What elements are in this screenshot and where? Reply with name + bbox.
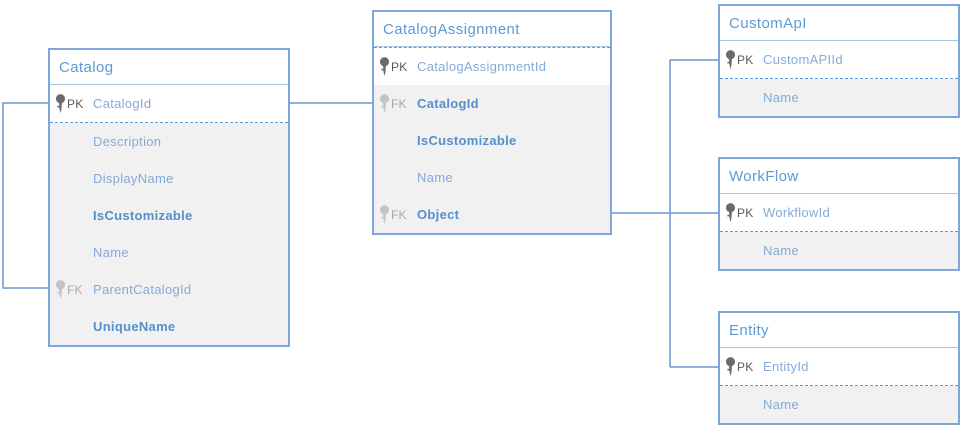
key-icon <box>55 93 66 113</box>
field-row-catalogid: FK CatalogId <box>374 85 610 122</box>
field-name: Name <box>763 90 799 105</box>
field-name: Description <box>93 134 162 149</box>
key-cell: PK <box>720 202 763 223</box>
field-row-name: Name <box>50 234 288 271</box>
key-icon <box>379 204 390 224</box>
key-section-divider <box>720 231 958 232</box>
key-type-label: FK <box>391 96 407 111</box>
table-title-text: CustomApI <box>729 14 807 32</box>
connector-catalog-self-reference <box>2 102 48 289</box>
field-name: CustomAPIId <box>763 52 843 67</box>
key-section-divider <box>720 78 958 79</box>
field-name: Name <box>93 245 129 260</box>
key-cell: FK <box>50 279 93 300</box>
key-cell: FK <box>374 204 417 225</box>
table-title: Catalog <box>50 50 288 85</box>
field-name: DisplayName <box>93 171 174 186</box>
field-row-name: Name <box>720 232 958 269</box>
field-row-uniquename: UniqueName <box>50 308 288 345</box>
field-row-catalogid: PK CatalogId <box>50 85 288 122</box>
field-row-workflowid: PK WorkflowId <box>720 194 958 231</box>
table-title: CustomApI <box>720 6 958 41</box>
field-row-object: FK Object <box>374 196 610 233</box>
field-row-parentcatalogid: FK ParentCatalogId <box>50 271 288 308</box>
key-icon <box>55 279 66 299</box>
field-row-iscustomizable: IsCustomizable <box>50 197 288 234</box>
field-row-customapiid: PK CustomAPIId <box>720 41 958 78</box>
key-icon <box>379 93 390 113</box>
key-icon <box>725 202 736 222</box>
field-name: IsCustomizable <box>417 133 517 148</box>
key-cell: PK <box>50 93 93 114</box>
key-type-label: PK <box>737 52 754 67</box>
key-icon <box>725 49 736 69</box>
field-row-catalogassignmentid: PK CatalogAssignmentId <box>374 48 610 85</box>
table-title-text: CatalogAssignment <box>383 20 520 38</box>
table-title: WorkFlow <box>720 159 958 194</box>
field-name: CatalogId <box>93 96 152 111</box>
table-title-text: Entity <box>729 321 769 339</box>
key-section-divider <box>720 385 958 386</box>
table-title-text: WorkFlow <box>729 167 799 185</box>
key-type-label: FK <box>67 282 83 297</box>
field-name: ParentCatalogId <box>93 282 192 297</box>
table-title-text: Catalog <box>59 58 114 76</box>
key-type-label: PK <box>737 359 754 374</box>
key-icon <box>725 356 736 376</box>
field-row-description: Description <box>50 123 288 160</box>
field-name: Name <box>417 170 453 185</box>
field-name: UniqueName <box>93 319 176 334</box>
key-type-label: PK <box>67 96 84 111</box>
table-title: Entity <box>720 313 958 348</box>
field-row-displayname: DisplayName <box>50 160 288 197</box>
table-title: CatalogAssignment <box>374 12 610 47</box>
field-name: WorkflowId <box>763 205 831 220</box>
key-type-label: FK <box>391 207 407 222</box>
key-cell: PK <box>720 49 763 70</box>
key-icon <box>379 56 390 76</box>
field-row-iscustomizable: IsCustomizable <box>374 122 610 159</box>
key-type-label: PK <box>391 59 408 74</box>
key-cell: PK <box>720 356 763 377</box>
field-row-name: Name <box>720 79 958 116</box>
field-name: CatalogId <box>417 96 479 111</box>
field-name: Object <box>417 207 460 222</box>
field-name: Name <box>763 243 799 258</box>
key-section-divider <box>50 122 288 123</box>
field-name: IsCustomizable <box>93 208 193 223</box>
field-name: CatalogAssignmentId <box>417 59 547 74</box>
key-cell: PK <box>374 56 417 77</box>
field-name: EntityId <box>763 359 809 374</box>
key-cell: FK <box>374 93 417 114</box>
key-section-divider <box>374 47 610 48</box>
field-row-entityid: PK EntityId <box>720 348 958 385</box>
field-row-name: Name <box>374 159 610 196</box>
field-name: Name <box>763 397 799 412</box>
field-row-name: Name <box>720 386 958 423</box>
key-type-label: PK <box>737 205 754 220</box>
